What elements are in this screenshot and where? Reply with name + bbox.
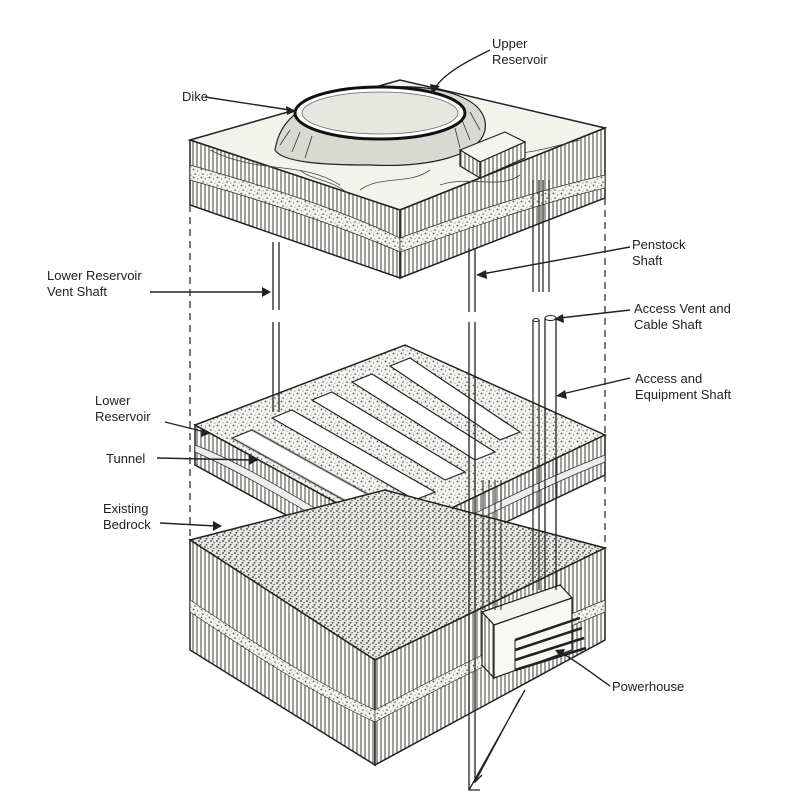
label-upper-reservoir-line1: Upper	[492, 36, 528, 51]
label-access-equipment-line1: Access and	[635, 371, 703, 386]
access-equipment-shaft	[544, 318, 557, 590]
surface-building	[458, 131, 527, 180]
label-tunnel-text: Tunnel	[106, 451, 146, 466]
label-dike: Dike	[182, 89, 208, 105]
penstock-shaft-upper	[468, 248, 476, 312]
label-tunnel: Tunnel	[106, 451, 145, 467]
label-existing-bedrock: Existing Bedrock	[103, 501, 151, 533]
tunnel-4	[350, 373, 497, 461]
access-vent-shaft-upper	[532, 180, 550, 292]
label-vent-shaft-line1: Lower Reservoir	[47, 268, 142, 283]
tunnel-3	[310, 391, 467, 481]
label-dike-text: Dike	[182, 89, 209, 104]
label-access-vent-line2: Cable Shaft	[634, 317, 702, 332]
label-existing-bedrock-line2: Bedrock	[103, 517, 151, 532]
tunnel-2	[270, 409, 437, 501]
label-access-equipment-line2: Equipment Shaft	[635, 387, 732, 402]
upper-reservoir-water	[301, 91, 459, 135]
tunnel-5	[388, 357, 522, 441]
label-existing-bedrock-line1: Existing	[103, 501, 149, 516]
dashed-guides	[189, 198, 606, 548]
label-penstock-shaft-line2: Shaft	[632, 253, 663, 268]
access-vent-shaft-lower	[532, 320, 540, 590]
label-powerhouse-text: Powerhouse	[612, 679, 685, 694]
label-vent-shaft-line2: Vent Shaft	[47, 284, 107, 299]
dike-and-upper-reservoir	[274, 85, 486, 167]
label-upper-reservoir: Upper Reservoir	[492, 36, 548, 68]
label-lower-reservoir-line1: Lower	[95, 393, 131, 408]
label-access-vent-line1: Access Vent and	[634, 301, 731, 316]
label-penstock-shaft: Penstock Shaft	[632, 237, 685, 269]
label-lower-reservoir: Lower Reservoir	[95, 393, 151, 425]
vent-shaft-upper	[272, 242, 280, 310]
label-powerhouse: Powerhouse	[612, 679, 684, 695]
label-access-equipment-shaft: Access and Equipment Shaft	[635, 371, 731, 403]
vent-shaft-lower	[272, 322, 280, 412]
label-upper-reservoir-line2: Reservoir	[492, 52, 548, 67]
label-penstock-shaft-line1: Penstock	[632, 237, 686, 252]
label-lower-reservoir-line2: Reservoir	[95, 409, 151, 424]
leader-lines	[150, 49, 631, 687]
shafts	[272, 180, 557, 791]
label-access-vent-cable-shaft: Access Vent and Cable Shaft	[634, 301, 731, 333]
powerhouse	[480, 584, 587, 680]
label-lower-reservoir-vent-shaft: Lower Reservoir Vent Shaft	[47, 268, 142, 300]
